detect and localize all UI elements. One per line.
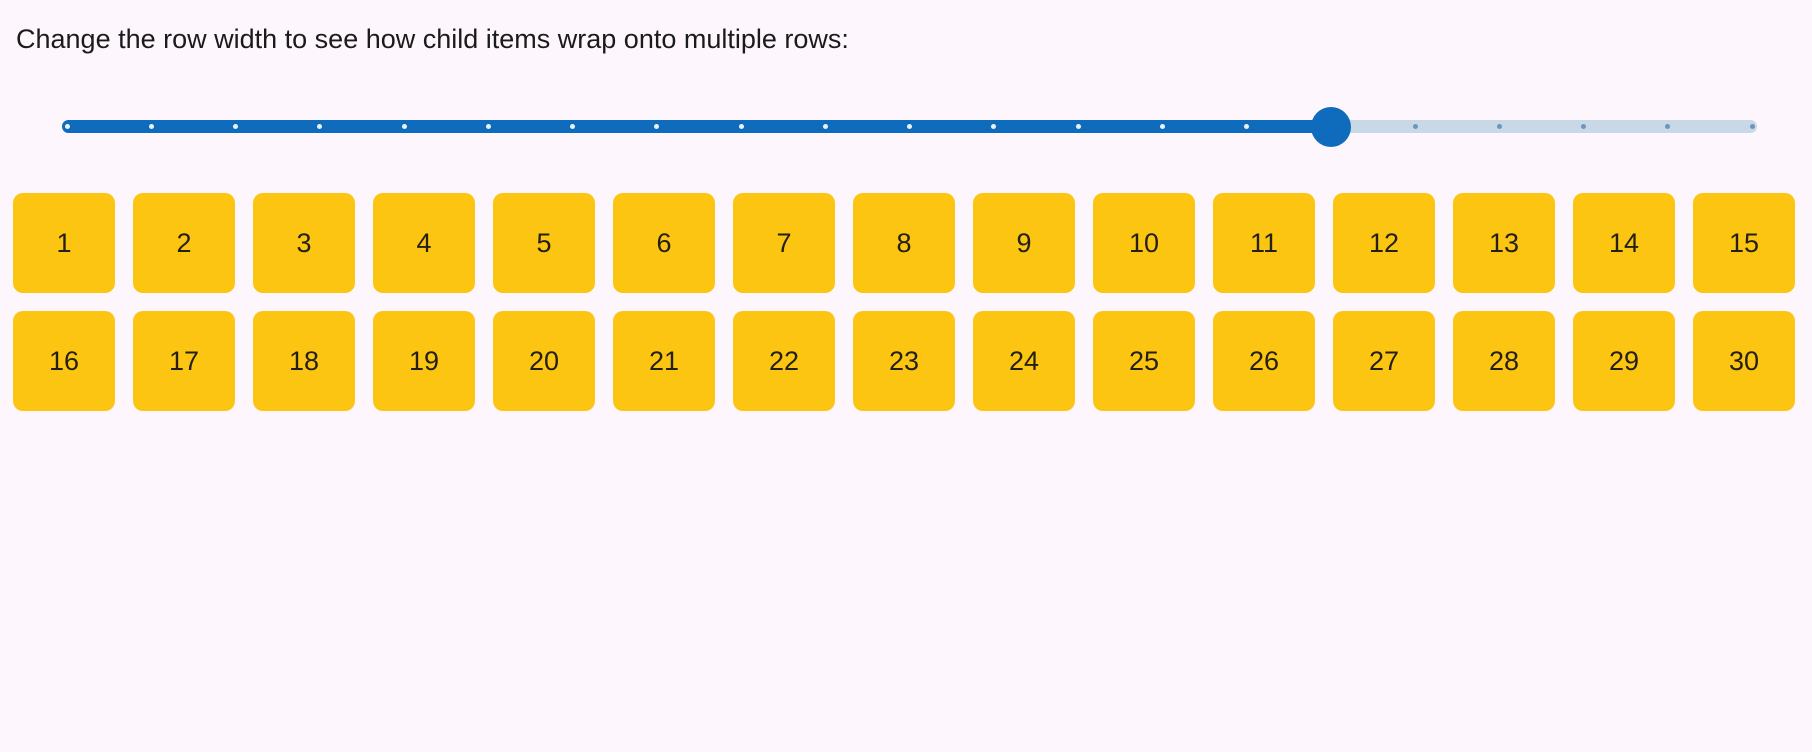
grid-item[interactable]: 5 [493,193,595,293]
slider-tick [1581,124,1586,129]
grid-item-label: 3 [296,227,312,258]
slider-tick [654,124,660,129]
grid-item[interactable]: 18 [253,311,355,411]
grid-item-label: 14 [1608,227,1640,258]
grid-item[interactable]: 20 [493,311,595,411]
grid-item-label: 28 [1488,345,1520,376]
grid-item[interactable]: 21 [613,311,715,411]
grid-item[interactable]: 4 [373,193,475,293]
slider-tick [485,124,491,129]
grid-item[interactable]: 6 [613,193,715,293]
grid-item[interactable]: 30 [1693,311,1795,411]
grid-item[interactable]: 22 [733,311,835,411]
slider-tick [1749,124,1755,129]
slider-tick [1075,124,1081,129]
grid-item[interactable]: 27 [1333,311,1435,411]
grid-item-label: 17 [168,345,200,376]
grid-item[interactable]: 13 [1453,193,1555,293]
grid-item-label: 7 [776,227,792,258]
grid-item-label: 30 [1728,345,1760,376]
grid-item-label: 19 [408,345,440,376]
slider-tick [1159,124,1165,129]
grid-item-label: 5 [536,227,552,258]
grid-item-label: 25 [1128,345,1160,376]
grid-item-label: 24 [1008,345,1040,376]
slider-tick [907,124,912,129]
slider-tick [991,124,997,129]
grid-item-label: 11 [1249,227,1279,258]
grid-item-label: 21 [648,345,680,376]
grid-item-label: 26 [1248,345,1280,376]
slider-tick [738,124,744,129]
slider-tick [64,124,70,129]
grid-item-label: 8 [896,227,912,258]
grid-item-label: 13 [1488,227,1520,258]
grid-item-label: 1 [56,227,72,258]
grid-item[interactable]: 1 [13,193,115,293]
grid-item[interactable]: 14 [1573,193,1675,293]
grid-item-label: 27 [1368,345,1400,376]
grid-item[interactable]: 11 [1213,193,1315,293]
grid-item-label: 22 [768,345,800,376]
grid-item-label: 15 [1728,227,1760,258]
slider-tick [233,124,238,129]
grid-item[interactable]: 7 [733,193,835,293]
grid-item-label: 23 [888,345,920,376]
slider-rail[interactable] [62,106,1757,147]
grid-item[interactable]: 16 [13,311,115,411]
grid-item[interactable]: 3 [253,193,355,293]
grid-item-label: 16 [48,345,80,376]
grid-item-label: 29 [1608,345,1640,376]
slider-tick [1665,124,1671,129]
slider-tick [148,124,154,129]
grid-item-label: 9 [1016,227,1032,258]
slider-tick [1244,124,1249,129]
row-width-slider[interactable] [42,96,1777,156]
grid-item-label: 6 [656,227,672,258]
grid-item[interactable]: 23 [853,311,955,411]
grid-item[interactable]: 26 [1213,311,1315,411]
page-title: Change the row width to see how child it… [16,24,849,54]
grid-item[interactable]: 24 [973,311,1075,411]
grid-item[interactable]: 28 [1453,311,1555,411]
grid-item[interactable]: 12 [1333,193,1435,293]
grid-item[interactable]: 25 [1093,311,1195,411]
grid-item[interactable]: 2 [133,193,235,293]
grid-item[interactable]: 19 [373,311,475,411]
slider-fill [62,120,1338,133]
grid-item-label: 2 [176,227,192,258]
slider-tick [822,124,828,129]
grid-item[interactable]: 9 [973,193,1075,293]
slider-tick [317,124,323,129]
grid-item-label: 4 [416,227,432,258]
grid-item-label: 20 [528,345,560,376]
slider-thumb[interactable] [1310,106,1351,147]
grid-item[interactable]: 8 [853,193,955,293]
slider-tick [1412,124,1418,129]
grid-item-label: 18 [288,345,320,376]
slider-tick [1496,124,1502,129]
grid-item-label: 10 [1128,227,1160,258]
grid-item[interactable]: 29 [1573,311,1675,411]
grid-item-label: 12 [1368,227,1400,258]
slider-tick [401,124,407,129]
slider-tick [570,124,575,129]
grid-item[interactable]: 15 [1693,193,1795,293]
grid-item[interactable]: 10 [1093,193,1195,293]
grid-item[interactable]: 17 [133,311,235,411]
